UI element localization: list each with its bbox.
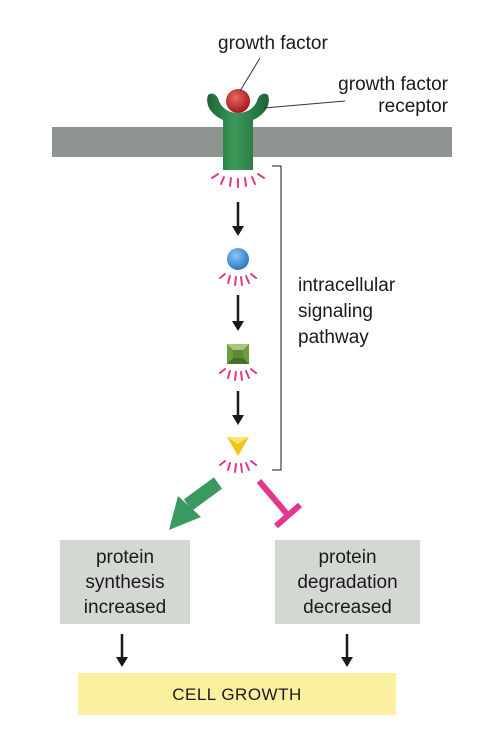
receptor-label: growth factor receptor [338,74,448,117]
yellow-activation-rays [219,460,257,473]
growth-factor-label: growth factor [218,33,328,54]
pathway-label: intracellular signaling pathway [298,275,396,348]
green-signaling-protein [227,344,249,364]
cell-growth-label: CELL GROWTH [172,684,302,704]
receptor-leader [263,100,346,109]
protein-degradation-label: protein degradation decreased [297,546,398,618]
receptor-activation-rays [211,173,265,188]
blue-signaling-protein [227,248,249,270]
cell-growth-box: CELL GROWTH [78,673,396,715]
pathway-bracket [272,165,282,471]
pathway-arrows [232,202,244,425]
protein-synthesis-box: protein synthesis increased [60,540,190,624]
inhibit-arrow [256,479,302,529]
yellow-signaling-protein [227,437,249,456]
growth-arrows [116,634,353,667]
growth-factor-leader [239,57,261,92]
green-activation-rays [219,368,257,381]
growth-factor-receptor [207,93,269,170]
protein-synthesis-label: protein synthesis increased [83,546,167,618]
stimulate-arrow [169,477,223,530]
protein-degradation-box: protein degradation decreased [275,540,420,624]
blue-activation-rays [219,273,257,286]
growth-factor-ball [226,89,250,113]
